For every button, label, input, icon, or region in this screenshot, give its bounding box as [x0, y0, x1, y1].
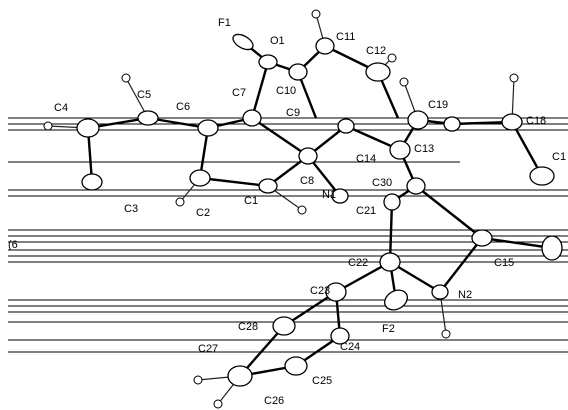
- label-c12: C12: [366, 45, 386, 57]
- label-c3: C3: [124, 203, 138, 215]
- label-c13: C13: [414, 143, 434, 155]
- label-c22: C22: [348, 257, 368, 269]
- label-c4: C4: [54, 102, 68, 114]
- label-c19: C19: [428, 99, 448, 111]
- label-c27: C27: [198, 343, 218, 355]
- label-c30: C30: [372, 177, 392, 189]
- label-n1: N1: [322, 189, 336, 201]
- hydrogen-atoms: [43, 9, 519, 409]
- label-n2: N2: [458, 289, 472, 301]
- label-c24: C24: [340, 341, 360, 353]
- label-f1: F1: [218, 17, 231, 29]
- label-c6: C6: [176, 101, 190, 113]
- label-c15: C15: [494, 257, 514, 269]
- label-o1: O1: [270, 35, 285, 47]
- label-c21: C21: [356, 205, 376, 217]
- atom-labels: F1 O1 C11 C12 C10 C5 C4 C6 C7 C9 C19 C18…: [8, 17, 566, 407]
- label-c18: C18: [526, 115, 546, 127]
- label-f2: F2: [382, 323, 395, 335]
- atoms: [76, 33, 563, 387]
- label-c26: C26: [264, 395, 284, 407]
- render-artifact-lines: [8, 117, 568, 353]
- label-c11: C11: [336, 31, 355, 43]
- label-c25: C25: [312, 375, 332, 387]
- label-c6-partial: (6: [8, 239, 18, 251]
- label-c1: C1: [244, 195, 258, 207]
- label-c9: C9: [286, 107, 300, 119]
- label-c10: C10: [276, 85, 296, 97]
- label-c8: C8: [300, 175, 314, 187]
- label-c16-partial: C1: [552, 151, 566, 163]
- label-c2: C2: [196, 207, 210, 219]
- label-c14: C14: [356, 153, 376, 165]
- label-c23: C23: [310, 285, 330, 297]
- label-c7: C7: [232, 87, 246, 99]
- label-c28: C28: [238, 321, 258, 333]
- label-c5: C5: [137, 89, 151, 101]
